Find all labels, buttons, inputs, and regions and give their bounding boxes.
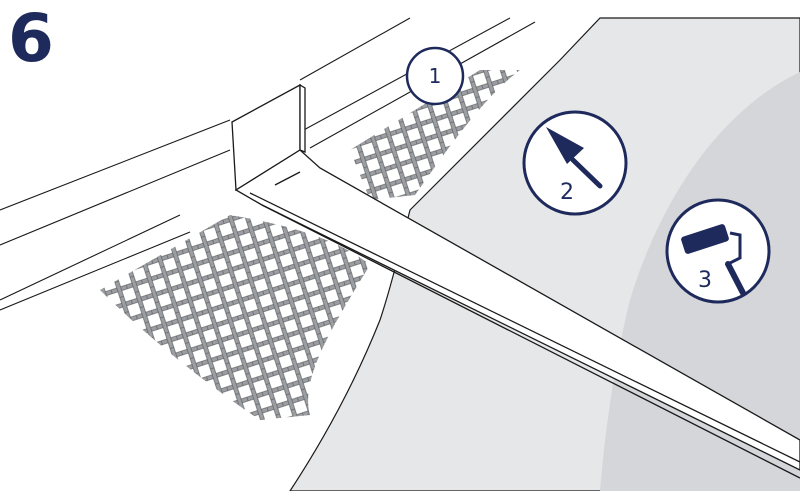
badge-3-circle <box>667 200 769 302</box>
step-number: 6 <box>8 6 52 72</box>
badge-2-label: 2 <box>560 180 574 205</box>
step-badge-3 <box>667 200 769 302</box>
step-badge-2 <box>524 112 626 214</box>
badge-1-label: 1 <box>429 64 442 88</box>
badge-3-label: 3 <box>698 268 712 293</box>
lower-mesh-panel <box>100 215 370 420</box>
